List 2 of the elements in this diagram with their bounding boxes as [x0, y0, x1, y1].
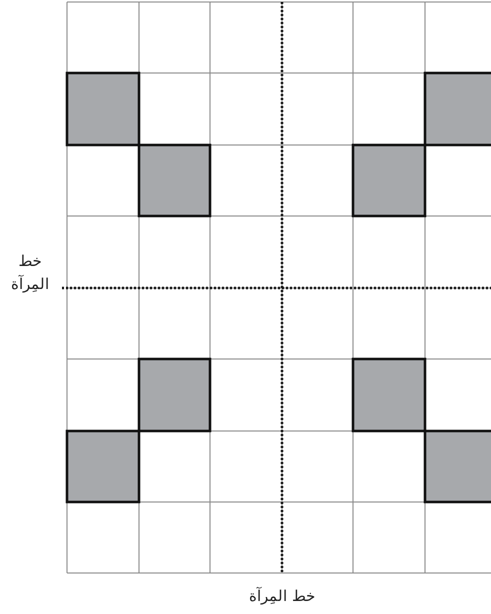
mirror-line-label: خط المِرآة: [248, 586, 316, 607]
mirror-line-label: خط المِرآة: [10, 251, 50, 295]
